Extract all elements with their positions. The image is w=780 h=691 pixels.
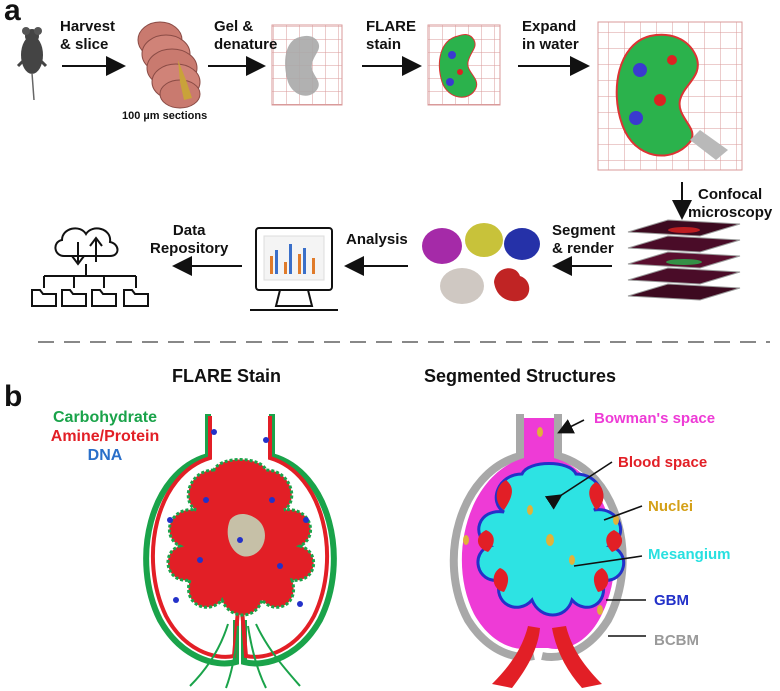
step-gel-line2: denature [214,36,278,53]
step-analysis: Analysis [346,231,408,248]
label-blood-space: Blood space [618,454,708,471]
step-expand: Expand in water [522,18,579,54]
expanded-kidney-icon [597,21,743,171]
step-confocal-line1: Confocal [698,186,763,203]
sliced-kidney-icon [137,21,201,109]
gel-grid-icon [271,24,343,106]
sections-caption: 100 µm sections [122,110,208,122]
step-gel: Gel & denature [214,18,277,54]
label-bcbm: BCBM [654,632,699,649]
panel-letter-b: b [4,380,23,413]
step-repository-line1: Data [172,222,206,239]
flare-stain-title: FLARE Stain [172,366,282,386]
legend-dna: DNA [87,447,123,464]
segmented-structures-title: Segmented Structures [424,366,617,386]
cloud-repository-icon [31,227,149,307]
step-flare-line2: stain [366,36,402,53]
step-segment-line2: & render [552,240,614,257]
label-nuclei: Nuclei [648,498,694,515]
step-gel-line1: Gel & [214,18,254,35]
stain-legend: Carbohydrate Amine/Protein DNA [40,408,170,465]
step-repository-line2: Repository [150,240,229,257]
step-segment-line1: Segment [552,222,616,239]
step-segment: Segment & render [552,222,615,258]
mouse-icon [16,27,48,101]
panel-letter-a: a [4,0,21,27]
confocal-stack-icon [627,219,741,301]
step-confocal-line2: microscopy [688,204,773,221]
stained-kidney-icon [427,24,501,106]
step-confocal: Confocal microscopy [688,186,772,222]
segmented-glomerulus-diagram [449,414,627,688]
workflow-arrows [62,56,692,276]
label-bowmans-space: Bowman's space [594,410,716,427]
label-mesangium: Mesangium [648,546,731,563]
flare-glomerulus-diagram [143,414,337,689]
step-flare: FLARE stain [366,18,416,54]
step-harvest-line1: Harvest [60,18,116,35]
label-gbm: GBM [654,592,689,609]
step-harvest-line2: & slice [60,36,109,53]
computer-icon [250,227,338,311]
step-expand-line1: Expand [522,18,577,35]
legend-carbohydrate: Carbohydrate [52,409,158,426]
step-expand-line2: in water [522,36,579,53]
step-repository: Data Repository [150,222,228,258]
rendered-structures-icon [422,223,540,304]
annotation-arrows [544,419,646,637]
legend-amine-protein: Amine/Protein [50,428,160,445]
step-flare-line1: FLARE [366,18,416,35]
step-harvest: Harvest & slice [60,18,115,54]
